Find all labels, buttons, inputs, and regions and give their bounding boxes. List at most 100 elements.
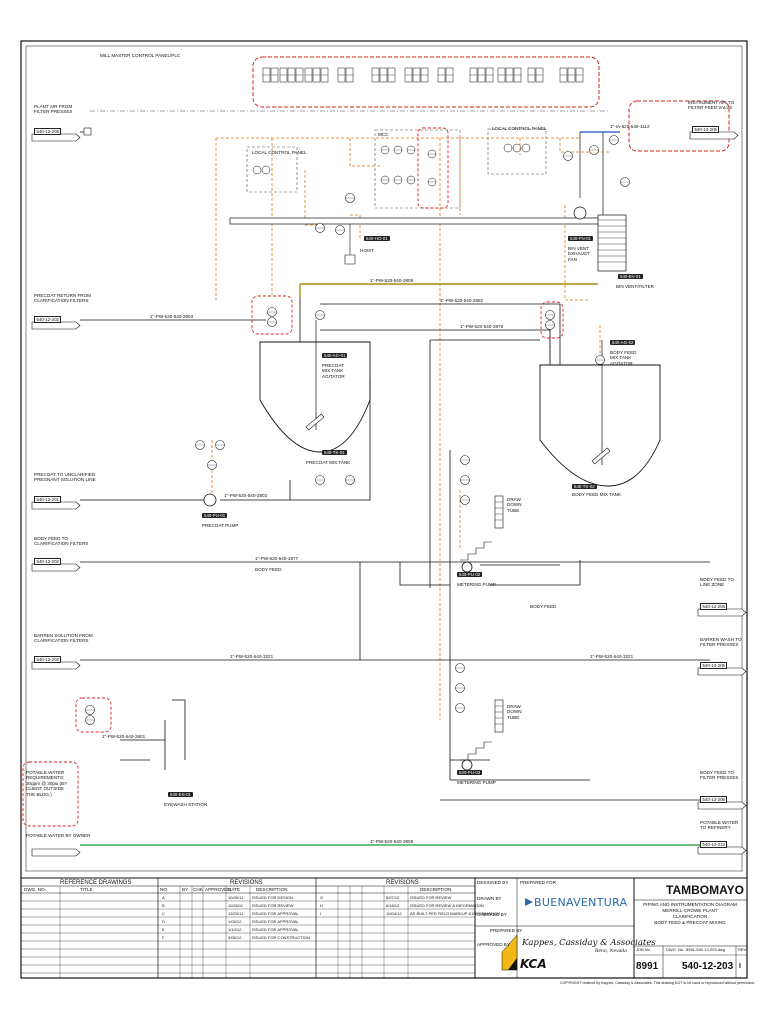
hoist-label: HOIST bbox=[360, 248, 375, 253]
offpage-left-ref-2[interactable]: 540-12-201 bbox=[34, 496, 62, 503]
bin-vent-filter-label: BIN VENT/FILTER bbox=[616, 284, 654, 289]
mcc-label: MCC bbox=[378, 132, 389, 137]
desc-line-3: BODY FEED & PRECOAT MIXING bbox=[654, 920, 726, 925]
metering-pump-2-symbol bbox=[461, 759, 473, 771]
line-tag-1: 1"-PW-520-540-2808 bbox=[370, 278, 414, 283]
panel-indicator bbox=[345, 67, 354, 83]
panel-indicator bbox=[279, 67, 288, 83]
panel-indicator bbox=[295, 67, 304, 83]
mill-panel-box bbox=[252, 56, 600, 108]
revisions-heading-2: REVISIONS bbox=[386, 880, 419, 886]
col-description-2: DESCRIPTION bbox=[420, 887, 452, 892]
agitator-1-tag[interactable]: 540-AG-01 bbox=[322, 353, 348, 358]
mcc-instruments bbox=[252, 143, 531, 187]
drawn-by-label: DRAWN BY bbox=[477, 896, 502, 901]
hoist-beam bbox=[229, 217, 615, 225]
panel-indicator bbox=[535, 67, 544, 83]
col-chk: CHK bbox=[193, 887, 203, 892]
bin-vent-tag[interactable]: 540-BV-01 bbox=[618, 274, 643, 279]
tank-1-tag[interactable]: 540-TK-01 bbox=[322, 450, 347, 455]
revision-date: 10/30/11 bbox=[228, 895, 244, 900]
revision-date: 3/06/12 bbox=[228, 935, 242, 940]
offpage-left-title-4: BARREN SOLUTION FROM CLARIFICATION FILTE… bbox=[34, 633, 93, 644]
col-title: TITLE bbox=[80, 887, 93, 892]
pump-1-tag[interactable]: 540-PU-01 bbox=[202, 513, 228, 518]
offpage-arrow bbox=[31, 661, 81, 670]
offpage-left-ref-4[interactable]: 540-12-202 bbox=[34, 656, 62, 663]
offpage-right-ref-3[interactable]: 540-12-206 bbox=[700, 796, 728, 803]
offpage-left-title-3: BODY FEED TO CLARIFICATION FILTERS bbox=[34, 536, 89, 547]
revision-no: H bbox=[320, 903, 323, 908]
plant-air-valve bbox=[83, 127, 92, 136]
revision-no: D bbox=[162, 919, 165, 924]
fan-tag[interactable]: 540-FN-01 bbox=[568, 236, 593, 241]
line-tag-8: 1"-PW-520-540-2802 bbox=[224, 493, 268, 498]
mcc-box bbox=[374, 129, 461, 209]
instrument-air-branch bbox=[579, 132, 604, 215]
precoat-agitator-label: PRECOAT MIX TANK AGITATOR bbox=[322, 363, 345, 379]
local-panel-right-box bbox=[487, 128, 547, 175]
local-panel-left-label: LOCAL CONTROL PANEL bbox=[252, 150, 307, 155]
draw-down-tube-2 bbox=[460, 699, 504, 761]
bodyfeed-agitator-label: BODY FEED MIX TANK AGITATOR bbox=[610, 350, 637, 366]
approved-by-label: APPROVED BY bbox=[477, 942, 510, 947]
offpage-left-ref-1[interactable]: 540-12-202 bbox=[34, 316, 62, 323]
eyewash-label: EYEWASH STATION bbox=[164, 802, 208, 807]
revision-date: 1/19/12 bbox=[228, 927, 242, 932]
job-no-label: JOB No. bbox=[636, 947, 652, 952]
offpage-right-ref-1[interactable]: 540-12-205 bbox=[700, 603, 728, 610]
precoat-tank-label: PRECOAT MIX TANK bbox=[306, 460, 351, 465]
offpage-left-ref-0[interactable]: 540-12-206 bbox=[34, 128, 62, 135]
agitator-2-tag[interactable]: 540-AG-02 bbox=[610, 340, 636, 345]
panel-indicator bbox=[477, 67, 486, 83]
eyewash-tag[interactable]: 540-ES-01 bbox=[168, 792, 193, 797]
offpage-arrow bbox=[697, 801, 747, 810]
bin-vent-fan bbox=[573, 206, 587, 220]
offpage-right-title-0: INSTRUMENT AIR TO FILTER FEED VALVE bbox=[688, 100, 735, 111]
col-description: DESCRIPTION bbox=[256, 887, 288, 892]
panel-indicator bbox=[445, 67, 454, 83]
line-tag-7: 1"-PW-520-540-3221 bbox=[590, 654, 634, 659]
metering-2-tag[interactable]: 540-PU-03 bbox=[457, 770, 483, 775]
desc-line-2: CLARIFICATION bbox=[672, 914, 708, 919]
revision-desc: ISSUED FOR REVIEW bbox=[252, 903, 294, 908]
offpage-left-ref-3[interactable]: 540-12-202 bbox=[34, 558, 62, 565]
offpage-right-title-3: BODY FEED TO FILTER PRESSES bbox=[700, 770, 739, 781]
buenaventura-logo-mark bbox=[525, 898, 533, 906]
offpage-connectors bbox=[31, 131, 747, 857]
col-no: NO bbox=[160, 887, 167, 892]
revision-date: 11/28/11 bbox=[228, 903, 243, 908]
offpage-arrow bbox=[31, 563, 81, 572]
offpage-right-ref-2[interactable]: 540-12-205 bbox=[700, 662, 728, 669]
local-panel-right-label: LOCAL CONTROL PANEL bbox=[492, 126, 547, 131]
offpage-left-title-1: PRECOAT RETURN FROM CLARIFICATION FILTER… bbox=[34, 293, 91, 304]
panel-indicator bbox=[497, 67, 506, 83]
hoist-tag[interactable]: 540-HO-01 bbox=[364, 236, 390, 241]
metering-2-label: METERING PUMP bbox=[457, 780, 496, 785]
checked-by-label: CHECKED BY bbox=[477, 912, 507, 917]
offpage-arrow bbox=[689, 131, 739, 140]
precoat-pump-label: PRECOAT PUMP bbox=[202, 523, 239, 528]
revision-date: 6/18/12 bbox=[386, 903, 400, 908]
offpage-right-ref-4[interactable]: 540-12-212 bbox=[700, 841, 728, 848]
kca-logo-mark bbox=[501, 934, 518, 971]
offpage-right-ref-0[interactable]: 540-12-205 bbox=[692, 126, 720, 133]
panel-indicator bbox=[575, 67, 584, 83]
panel-indicator bbox=[304, 67, 313, 83]
stream-body-feed-1: BODY FEED bbox=[255, 567, 282, 572]
instrument-air-offpage-box bbox=[628, 100, 730, 152]
tank-2-tag[interactable]: 540-TK-02 bbox=[572, 484, 597, 489]
rev-label: REV bbox=[738, 947, 747, 952]
panel-indicator bbox=[469, 67, 478, 83]
metering-1-tag[interactable]: 540-PU-02 bbox=[457, 572, 483, 577]
metering-1-label: METERING PUMP bbox=[457, 582, 496, 587]
panel-indicator bbox=[320, 67, 329, 83]
process-lines bbox=[80, 298, 710, 801]
drawing-frame bbox=[25, 45, 743, 872]
revision-no: C bbox=[162, 911, 165, 916]
offpage-arrow bbox=[31, 133, 81, 142]
bin-vent-fan-label: BIN VENT EXHAUST FAN bbox=[568, 246, 590, 262]
stream-body-feed-2: BODY FEED bbox=[530, 604, 557, 609]
prepared-for-label: PREPARED FOR bbox=[520, 880, 556, 885]
panel-indicator bbox=[559, 67, 568, 83]
